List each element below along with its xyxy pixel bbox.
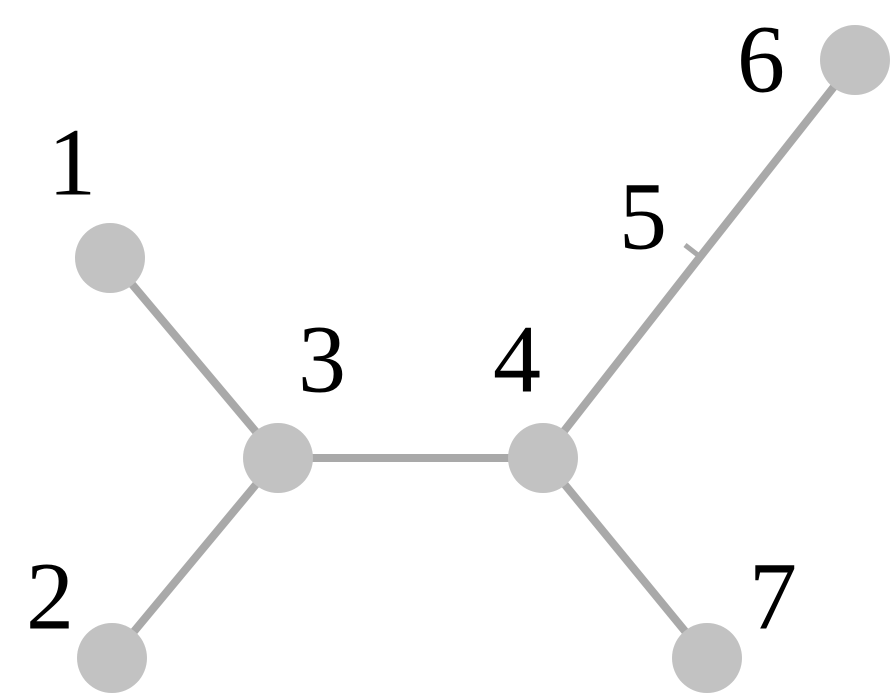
node-label-4: 4: [493, 306, 541, 413]
graph-node-7: [672, 623, 742, 693]
graph-node-3: [243, 423, 313, 493]
graph-node-tick-5: [683, 243, 705, 261]
node-label-6: 6: [737, 6, 785, 113]
node-label-3: 3: [298, 306, 346, 413]
graph-edge-1-3: [106, 255, 282, 461]
graph-edge-4-7: [539, 455, 711, 661]
graph-node-6: [820, 25, 890, 95]
node-label-1: 1: [48, 109, 96, 216]
graph-node-4: [508, 423, 578, 493]
graph-node-1: [75, 223, 145, 293]
node-label-2: 2: [26, 543, 74, 650]
graph-node-2: [77, 623, 147, 693]
graph-edge-2-3: [108, 455, 282, 661]
node-label-7: 7: [749, 543, 797, 650]
graph-edge-4-5: [539, 254, 704, 461]
graph-edge-5-6: [696, 57, 859, 260]
node-label-5: 5: [619, 163, 667, 270]
